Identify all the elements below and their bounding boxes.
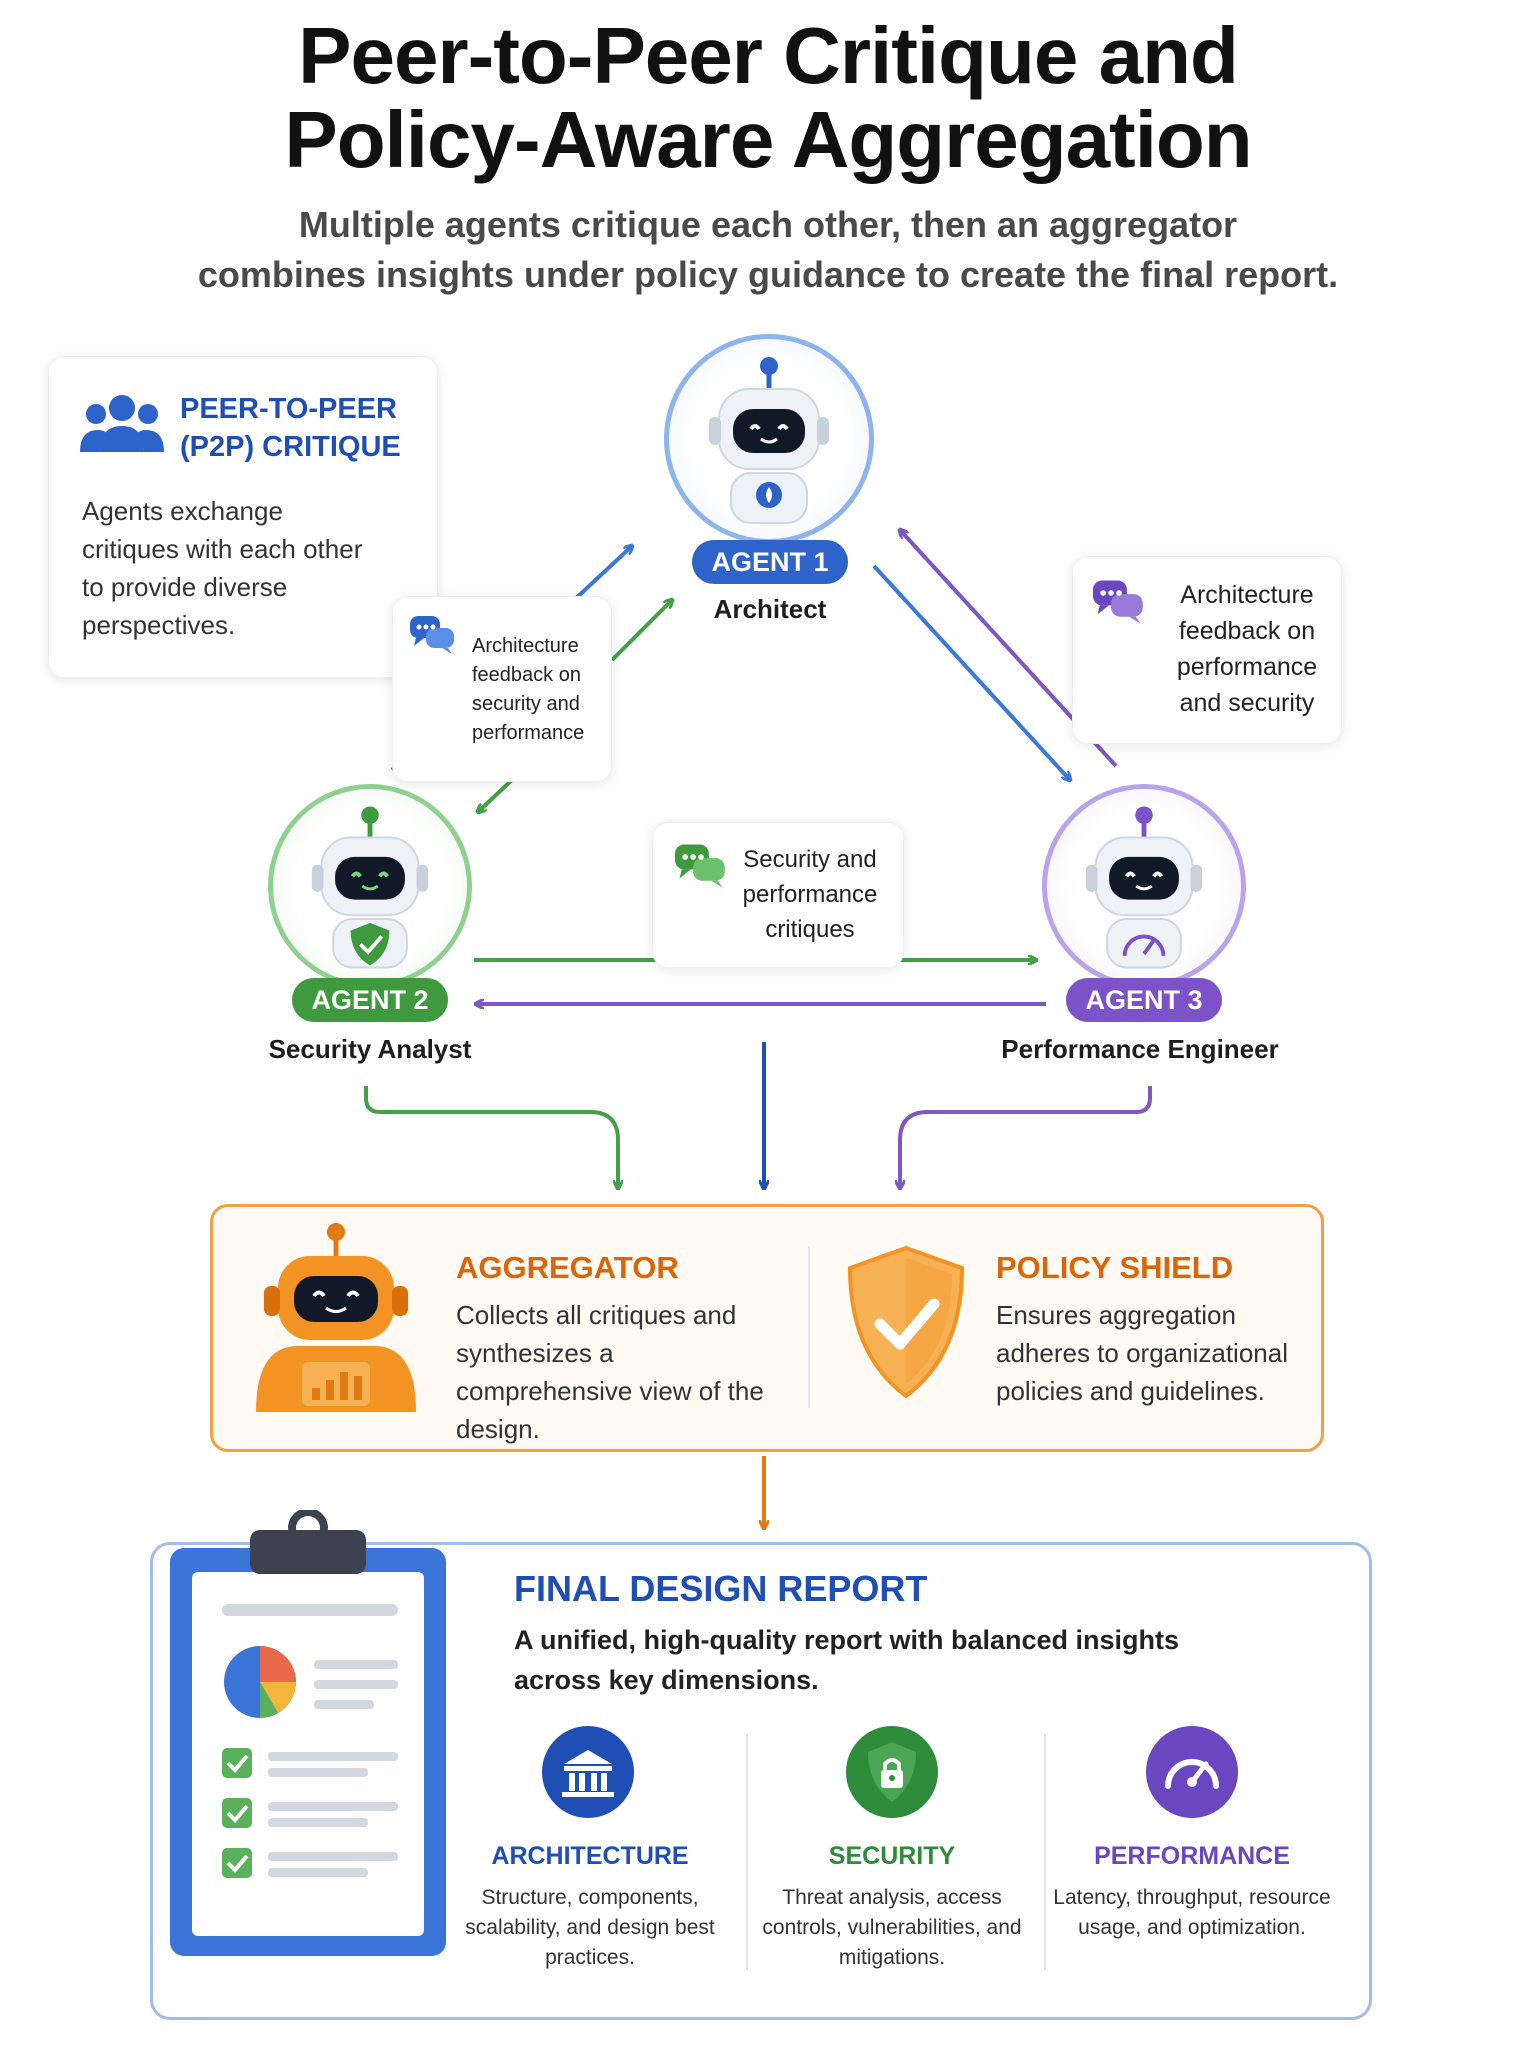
performance-title: PERFORMANCE <box>1094 1842 1290 1870</box>
security-description: Threat analysis, access controls, vulner… <box>762 1886 1022 1969</box>
security-badge <box>846 1726 938 1818</box>
final-report-description: A unified, high-quality report with bala… <box>514 1625 1180 1695</box>
agent-3-avatar <box>1042 784 1246 988</box>
agent-2-badge: AGENT 2 <box>292 978 448 1022</box>
clipboard-report-icon <box>170 1510 446 1956</box>
arrow-agent1-to-agent3-blue <box>872 564 1070 780</box>
subtitle-line-1: Multiple agents critique each other, the… <box>298 204 1238 245</box>
aggregator-robot-icon <box>256 1223 416 1412</box>
note-right-text: Architecture feedback on performance and… <box>1176 581 1318 717</box>
arrow-agent3-to-aggregator <box>900 1086 1152 1188</box>
agent-1-avatar <box>664 334 874 544</box>
security-title: SECURITY <box>828 1842 956 1870</box>
aggregator-description: Collects all critiques and synthesizes a… <box>456 1300 764 1444</box>
agent-2-avatar <box>268 784 472 988</box>
architecture-description: Structure, components, scalability, and … <box>465 1886 715 1969</box>
performance-description: Latency, throughput, resource usage, and… <box>1053 1886 1331 1939</box>
title-line-2: Policy-Aware Aggregation <box>284 95 1252 184</box>
aggregator-title: AGGREGATOR <box>456 1250 679 1285</box>
gauge-icon <box>1165 1759 1219 1789</box>
arrow-agent2-to-agent1-green <box>610 600 672 662</box>
note-left-text: Architecture feedback on security and pe… <box>472 635 585 744</box>
arrow-agent2-to-aggregator <box>364 1086 618 1188</box>
people-group-icon <box>80 395 164 452</box>
architecture-badge <box>542 1726 634 1818</box>
robot-icon <box>709 357 829 524</box>
agent-1-role: Architect <box>713 594 827 624</box>
p2p-description: Agents exchange critiques with each othe… <box>82 496 363 640</box>
dimension-divider <box>746 1734 748 1970</box>
final-report-title: FINAL DESIGN REPORT <box>514 1568 928 1609</box>
agent-3-badge: AGENT 3 <box>1066 978 1222 1022</box>
agent-3-role: Performance Engineer <box>1001 1034 1279 1064</box>
bank-icon <box>562 1750 614 1797</box>
title-line-1: Peer-to-Peer Critique and <box>298 11 1239 100</box>
agent-1-badge: AGENT 1 <box>692 540 848 584</box>
robot-icon <box>311 806 429 969</box>
page-subtitle: Multiple agents critique each other, the… <box>0 200 1536 300</box>
robot-icon <box>1085 806 1203 969</box>
architecture-title: ARCHITECTURE <box>491 1842 689 1870</box>
chat-bubbles-icon <box>410 616 454 654</box>
shield-check-icon <box>847 1245 965 1399</box>
dimension-divider <box>1044 1734 1046 1970</box>
lock-shield-icon <box>868 1742 916 1802</box>
p2p-title: PEER-TO-PEER (P2P) CRITIQUE <box>180 390 440 466</box>
agent-2-role: Security Analyst <box>268 1034 472 1064</box>
policy-shield-description: Ensures aggregation adheres to organizat… <box>996 1300 1288 1406</box>
arrow-note-to-agent2-green <box>478 776 516 812</box>
page-title: Peer-to-Peer Critique and Policy-Aware A… <box>0 14 1536 182</box>
chat-bubbles-icon <box>1093 580 1143 624</box>
p2p-title-line-2: (P2P) CRITIQUE <box>180 431 401 463</box>
policy-shield-title: POLICY SHIELD <box>996 1250 1234 1285</box>
performance-badge <box>1146 1726 1238 1818</box>
subtitle-line-2: combines insights under policy guidance … <box>197 254 1339 295</box>
chat-bubbles-icon <box>675 844 725 888</box>
aggregator-divider <box>808 1246 810 1408</box>
note-middle-text: Security and performance critiques <box>742 846 878 943</box>
p2p-title-line-1: PEER-TO-PEER <box>180 393 398 425</box>
